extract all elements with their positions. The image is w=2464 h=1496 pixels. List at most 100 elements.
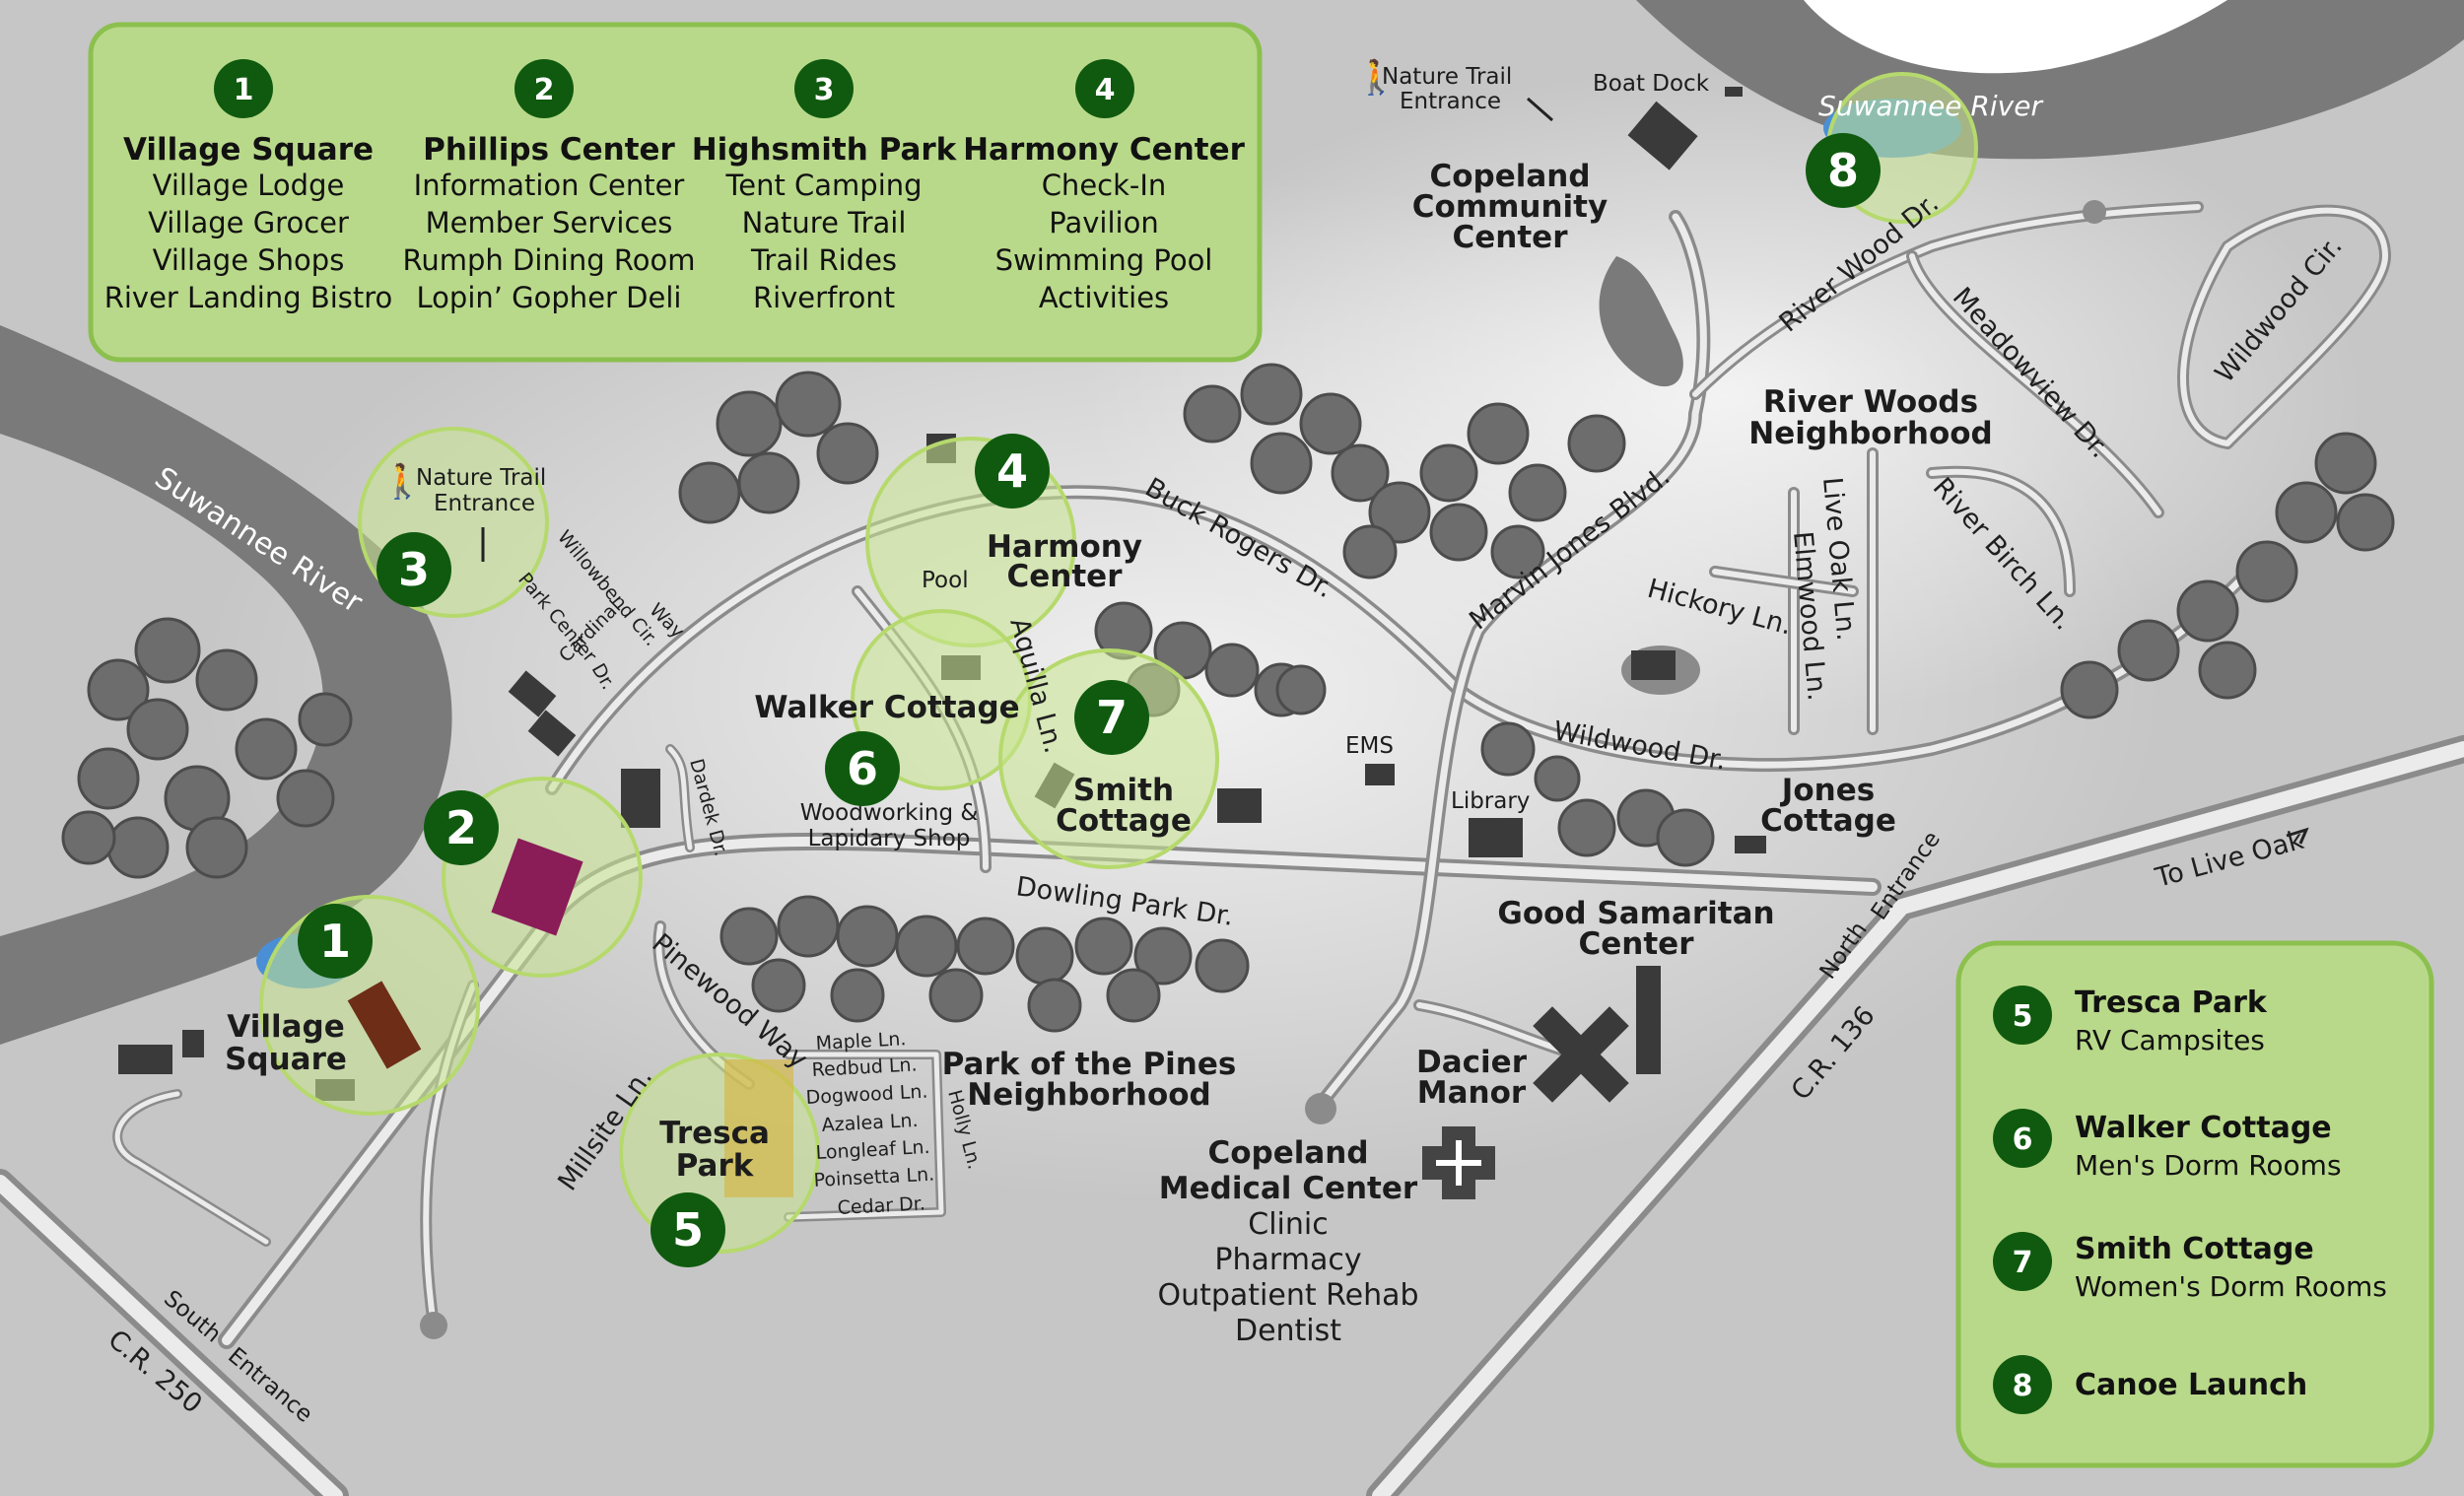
smith-label-1: Smith xyxy=(1073,773,1174,808)
svg-text:Rumph Dining Room: Rumph Dining Room xyxy=(403,243,696,277)
svg-text:River Landing Bistro: River Landing Bistro xyxy=(104,281,393,314)
legend-bottom: 5 Tresca Park RV Campsites 6 Walker Cott… xyxy=(1955,940,2434,1468)
azalea-label: Azalea Ln. xyxy=(821,1110,919,1136)
copeland-cc-label-1: Copeland xyxy=(1429,159,1590,194)
pines-label-1: Park of the Pines xyxy=(942,1047,1237,1082)
svg-text:Activities: Activities xyxy=(1039,281,1169,314)
medical-service-pharmacy: Pharmacy xyxy=(1214,1243,1361,1277)
medical-cross-icon xyxy=(1422,1126,1495,1199)
dacier-label-1: Dacier xyxy=(1416,1045,1528,1080)
marker-1-num: 1 xyxy=(319,915,351,968)
suwannee-river-left xyxy=(0,325,452,1045)
ems-label: EMS xyxy=(1345,733,1394,759)
svg-text:5: 5 xyxy=(2013,999,2033,1034)
svg-text:1: 1 xyxy=(234,73,254,107)
svg-text:2: 2 xyxy=(534,73,555,107)
smith-label-2: Cottage xyxy=(1056,803,1192,839)
marker-8-num: 8 xyxy=(1827,144,1859,197)
medical-label-1: Copeland xyxy=(1207,1135,1368,1171)
harmony-label-1: Harmony xyxy=(987,529,1142,565)
legend-bottom-item-8: 8 Canoe Launch xyxy=(1993,1355,2307,1414)
woodworking-label-2: Lapidary Shop xyxy=(808,826,971,851)
svg-text:Check-In: Check-In xyxy=(1042,169,1167,202)
zone-smith-cottage xyxy=(998,648,1219,869)
village-square-label-1: Village xyxy=(227,1009,344,1045)
numbered-markers: 1 2 3 4 5 6 7 8 xyxy=(298,133,1881,1267)
svg-text:Canoe Launch: Canoe Launch xyxy=(2075,1368,2307,1402)
nature-trail-top-label-2: Entrance xyxy=(1400,89,1501,114)
marker-2 xyxy=(424,790,499,865)
boat-dock-label: Boat Dock xyxy=(1593,71,1710,97)
medical-service-clinic: Clinic xyxy=(1248,1207,1328,1242)
legend-top: 1 Village Square Village Lodge Village G… xyxy=(88,22,1263,363)
svg-text:Phillips Center: Phillips Center xyxy=(423,132,675,168)
marker-7 xyxy=(1074,680,1149,755)
walker-label: Walker Cottage xyxy=(754,690,1019,725)
highways xyxy=(0,735,2464,1496)
river-wood-dr-cul-de-sac xyxy=(2083,200,2106,224)
svg-text:Tresca Park: Tresca Park xyxy=(2075,986,2268,1020)
developed-area-glow-2 xyxy=(1084,69,2365,719)
svg-text:Swimming Pool: Swimming Pool xyxy=(995,243,1213,277)
marker-3 xyxy=(376,532,451,607)
svg-text:7: 7 xyxy=(2013,1246,2033,1280)
marker-5-num: 5 xyxy=(672,1203,704,1257)
village-lodge-building xyxy=(347,981,422,1069)
river-woods-label-2: Neighborhood xyxy=(1748,416,1993,451)
svg-text:Information Center: Information Center xyxy=(414,169,685,202)
pines-label-2: Neighborhood xyxy=(967,1077,1211,1113)
harmony-label-2: Center xyxy=(1007,559,1124,594)
legend-bottom-item-5: 5 Tresca Park RV Campsites xyxy=(1993,986,2268,1056)
hiker-icon-left: 🚶 xyxy=(381,462,423,502)
svg-text:Tent Camping: Tent Camping xyxy=(724,169,922,202)
nature-trail-top-label-1: Nature Trail xyxy=(1382,64,1512,90)
jones-label-1: Jones xyxy=(1780,773,1875,808)
svg-text:Nature Trail: Nature Trail xyxy=(742,206,907,239)
tresca-rv-area xyxy=(724,1059,793,1197)
marker-1 xyxy=(298,904,373,979)
legend-bottom-item-6: 6 Walker Cottage Men's Dorm Rooms xyxy=(1993,1109,2342,1182)
marker-4-num: 4 xyxy=(996,444,1028,498)
marker-6-num: 6 xyxy=(847,742,878,795)
jones-label-2: Cottage xyxy=(1760,803,1896,839)
svg-text:Trail Rides: Trail Rides xyxy=(750,243,897,277)
to-live-oak-arrow-icon xyxy=(2286,827,2309,845)
medical-label-2: Medical Center xyxy=(1159,1171,1418,1206)
svg-text:Smith Cottage: Smith Cottage xyxy=(2075,1232,2314,1266)
village-square-label-2: Square xyxy=(225,1042,347,1077)
svg-text:Walker Cottage: Walker Cottage xyxy=(2075,1111,2332,1145)
nature-trail-left-label-1: Nature Trail xyxy=(416,465,546,491)
marker-3-num: 3 xyxy=(398,543,430,596)
copeland-cc-label-2: Community xyxy=(1412,189,1608,225)
svg-text:Member Services: Member Services xyxy=(426,206,673,239)
library-label: Library xyxy=(1451,788,1530,814)
tresca-label-2: Park xyxy=(676,1148,755,1184)
svg-text:3: 3 xyxy=(814,73,835,107)
marker-4 xyxy=(975,434,1050,509)
cedar-label: Cedar Dr. xyxy=(837,1192,925,1219)
svg-text:Village Lodge: Village Lodge xyxy=(153,169,345,202)
svg-text:Highsmith Park: Highsmith Park xyxy=(692,132,958,168)
marker-6 xyxy=(825,731,900,806)
nature-trail-left-label-2: Entrance xyxy=(434,491,535,516)
svg-text:6: 6 xyxy=(2013,1122,2033,1157)
svg-text:4: 4 xyxy=(1095,73,1116,107)
dacier-label-2: Manor xyxy=(1417,1075,1527,1111)
svg-text:8: 8 xyxy=(2013,1369,2033,1403)
marker-8 xyxy=(1806,133,1881,208)
legend-top-col-2: 2 Phillips Center Information Center Mem… xyxy=(403,59,696,314)
pool-label: Pool xyxy=(922,568,969,593)
svg-text:Pavilion: Pavilion xyxy=(1049,206,1158,239)
legend-bottom-panel xyxy=(1955,940,2434,1468)
svg-text:Village Square: Village Square xyxy=(123,132,374,168)
svg-text:Village Grocer: Village Grocer xyxy=(148,206,349,239)
nature-trail-arrow-icon xyxy=(1527,97,1553,122)
good-sam-label-2: Center xyxy=(1579,926,1695,962)
hiker-icon: 🚶 xyxy=(1355,58,1397,98)
medical-service-dentist: Dentist xyxy=(1235,1314,1341,1348)
legend-top-col-4: 4 Harmony Center Check-In Pavilion Swimm… xyxy=(963,59,1246,314)
legend-top-col-1: 1 Village Square Village Lodge Village G… xyxy=(104,59,393,314)
tresca-label-1: Tresca xyxy=(659,1116,770,1151)
